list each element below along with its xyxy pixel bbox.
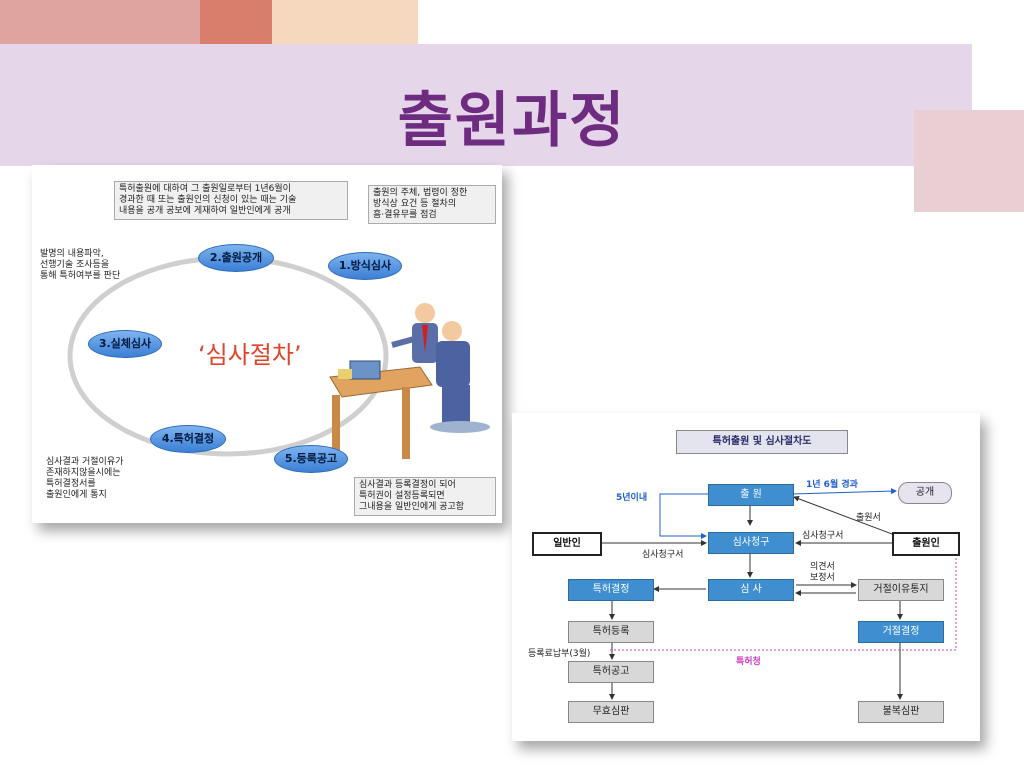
label-request-doc: 심사청구서 [642,550,684,560]
flowchart-connectors [602,488,957,700]
note-publication: 특허출원에 대하여 그 출원일로부터 1년6월이 경과한 때 또는 출원인의 신… [114,181,348,220]
step-publication: 2.출원공개 [198,244,274,272]
label-opinion-doc: 의견서 [810,562,835,572]
header-decoration-block [914,110,1024,212]
page-title: 출원과정 [397,86,627,156]
node-general-public: 일반인 [532,532,602,556]
label-request-doc: 심사청구서 [802,531,844,541]
label-within-5-years: 5년이내 [616,493,648,503]
node-rejection-decision: 거절결정 [858,621,944,643]
note-formality: 출원의 주체, 법령이 정한 방식상 요건 등 절차의 흠·결유무를 점검 [368,185,496,224]
node-rejection-notice: 거절이유통지 [858,579,944,601]
note-substantive: 발명의 내용파악, 선행기술 조사등을 통해 특허여부를 판단 [40,249,121,281]
patent-flowchart-panel: 특허출원 및 심사절차도 출 원 공개 심사청구 일반인 출원인 심 사 특허결… [512,413,980,741]
flowchart-title: 특허출원 및 심사절차도 [676,430,848,454]
node-publication: 공개 [898,482,952,504]
node-applicant: 출원인 [892,532,960,556]
step-substantive-exam: 3.실체심사 [88,330,162,358]
title-band [0,44,972,166]
node-filing: 출 원 [708,484,794,506]
label-application-doc: 출원서 [856,513,881,523]
label-kipo: 특허청 [736,657,761,667]
label-amendment-doc: 보정서 [810,573,835,583]
note-grant: 심사결과 거절이유가 존재하지않을시에는 특허결정서를 출원인에게 통지 [46,457,124,500]
label-registration-fee: 등록료납부(3월) [528,649,591,659]
node-grant-decision: 특허결정 [568,579,654,601]
cycle-ring [67,255,490,465]
note-announcement: 심사결과 등록결정이 되어 특허권이 설정등록되면 그내용을 일반인에게 공고함 [354,477,496,516]
node-exam-request: 심사청구 [708,532,794,554]
label-after-18-months: 1년 6월 경과 [806,480,858,490]
exam-cycle-panel: 특허출원에 대하여 그 출원일로부터 1년6월이 경과한 때 또는 출원인의 신… [32,165,502,523]
node-invalidation-trial: 무효심판 [568,701,654,723]
cycle-center-label: ‘심사절차’ [198,341,302,369]
step-formality-exam: 1.방식심사 [328,252,402,280]
step-registration-announce: 5.등록공고 [274,445,348,473]
businessmen-illustration [329,303,490,465]
node-registration: 특허등록 [568,621,654,643]
node-examination: 심 사 [708,579,794,601]
step-grant-decision: 4.특허결정 [150,425,226,453]
node-announcement: 특허공고 [568,661,654,683]
node-appeal-trial: 불복심판 [858,701,944,723]
